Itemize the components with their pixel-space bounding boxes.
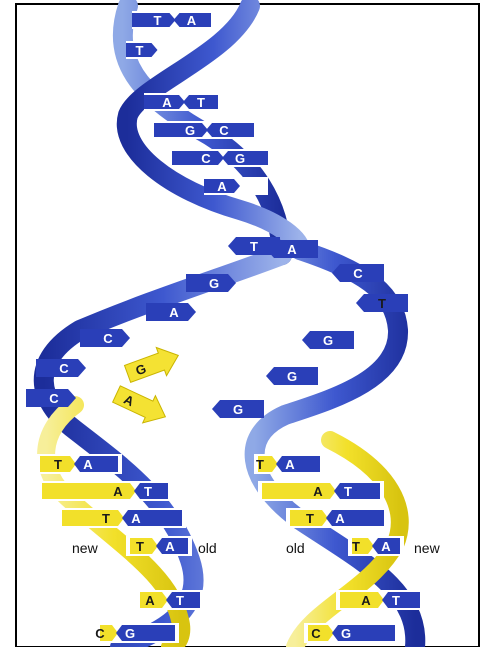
base-letter: C: [103, 331, 113, 346]
label-left-old: old: [198, 540, 217, 556]
left-base-block: [154, 123, 208, 137]
base-letter: G: [323, 333, 333, 348]
new-base-letter: T: [54, 457, 62, 472]
base-pair: T: [126, 41, 181, 59]
left-base-block: [172, 151, 224, 165]
new-base-letter: A: [113, 484, 123, 499]
old-base-letter: A: [285, 457, 295, 472]
right-base-block: [206, 123, 254, 137]
unpaired-base: T: [356, 294, 408, 312]
base-letter-left: C: [201, 151, 211, 166]
old-base-letter: T: [176, 593, 184, 608]
base-pair: A: [204, 177, 268, 195]
unpaired-base: A: [146, 303, 196, 321]
new-base-letter: T: [136, 539, 144, 554]
new-base-block: [62, 510, 124, 526]
old-base-letter: A: [335, 511, 345, 526]
new-base-block: [262, 483, 336, 499]
daughter-base-pair: CG: [304, 623, 399, 643]
old-base-letter: A: [165, 539, 175, 554]
base-letter: A: [169, 305, 179, 320]
base-letter: T: [250, 239, 258, 254]
base-letter-left: A: [162, 95, 172, 110]
new-base-letter: C: [95, 626, 105, 641]
old-base-block: [334, 483, 380, 499]
base-pair: GC: [154, 121, 254, 139]
old-base-letter: A: [131, 511, 141, 526]
base-letter-right: C: [219, 123, 229, 138]
daughter-base-pair: AT: [38, 481, 172, 501]
base-letter-right: T: [197, 95, 205, 110]
unpaired-base: G: [302, 331, 354, 349]
daughter-base-pair: AT: [258, 481, 384, 501]
old-base-letter: T: [144, 484, 152, 499]
free-nucleotide: A: [110, 380, 172, 430]
new-base-letter: T: [352, 539, 360, 554]
nucleotide-shape: [122, 341, 183, 388]
unpaired-base: G: [186, 274, 236, 292]
new-base-letter: A: [313, 484, 323, 499]
free-nucleotides: GA: [110, 341, 183, 430]
base-letter-left: G: [185, 123, 195, 138]
new-base-block: [130, 538, 158, 554]
label-right-old: old: [286, 540, 305, 556]
base-letter-right: A: [187, 13, 197, 28]
old-base-letter: T: [392, 593, 400, 608]
unpaired-base: C: [332, 264, 384, 282]
unpaired-base: G: [212, 400, 264, 418]
unpaired-base: A: [266, 240, 318, 258]
label-right-new: new: [414, 540, 441, 556]
base-letter: G: [209, 276, 219, 291]
unpaired-base: C: [36, 359, 86, 377]
base-letter-left: T: [136, 43, 144, 58]
base-letter: G: [287, 369, 297, 384]
base-letter-left: A: [217, 179, 227, 194]
new-base-letter: T: [102, 511, 110, 526]
base-letter: A: [287, 242, 297, 257]
old-base-block: [74, 456, 118, 472]
nucleotide-shape: [110, 380, 172, 430]
base-letter: C: [353, 266, 363, 281]
old-base-letter: G: [341, 626, 351, 641]
new-base-letter: T: [306, 511, 314, 526]
base-letter: T: [378, 296, 386, 311]
unpaired-base: C: [80, 329, 130, 347]
old-base-letter: T: [344, 484, 352, 499]
old-base-letter: A: [381, 539, 391, 554]
old-base-letter: A: [83, 457, 93, 472]
base-letter-left: T: [154, 13, 162, 28]
free-nucleotide: G: [122, 341, 183, 388]
old-base-block: [382, 592, 420, 608]
new-base-letter: A: [361, 593, 371, 608]
base-letter-right: G: [235, 151, 245, 166]
label-left-new: new: [72, 540, 99, 556]
base-letter: C: [49, 391, 59, 406]
new-base-letter: C: [311, 626, 321, 641]
new-base-letter: T: [256, 457, 264, 472]
old-base-letter: G: [125, 626, 135, 641]
base-letter: G: [233, 402, 243, 417]
base-letter: C: [59, 361, 69, 376]
unpaired-base: G: [266, 367, 318, 385]
unpaired-base: C: [26, 389, 76, 407]
old-base-block: [276, 456, 320, 472]
new-base-letter: A: [145, 593, 155, 608]
